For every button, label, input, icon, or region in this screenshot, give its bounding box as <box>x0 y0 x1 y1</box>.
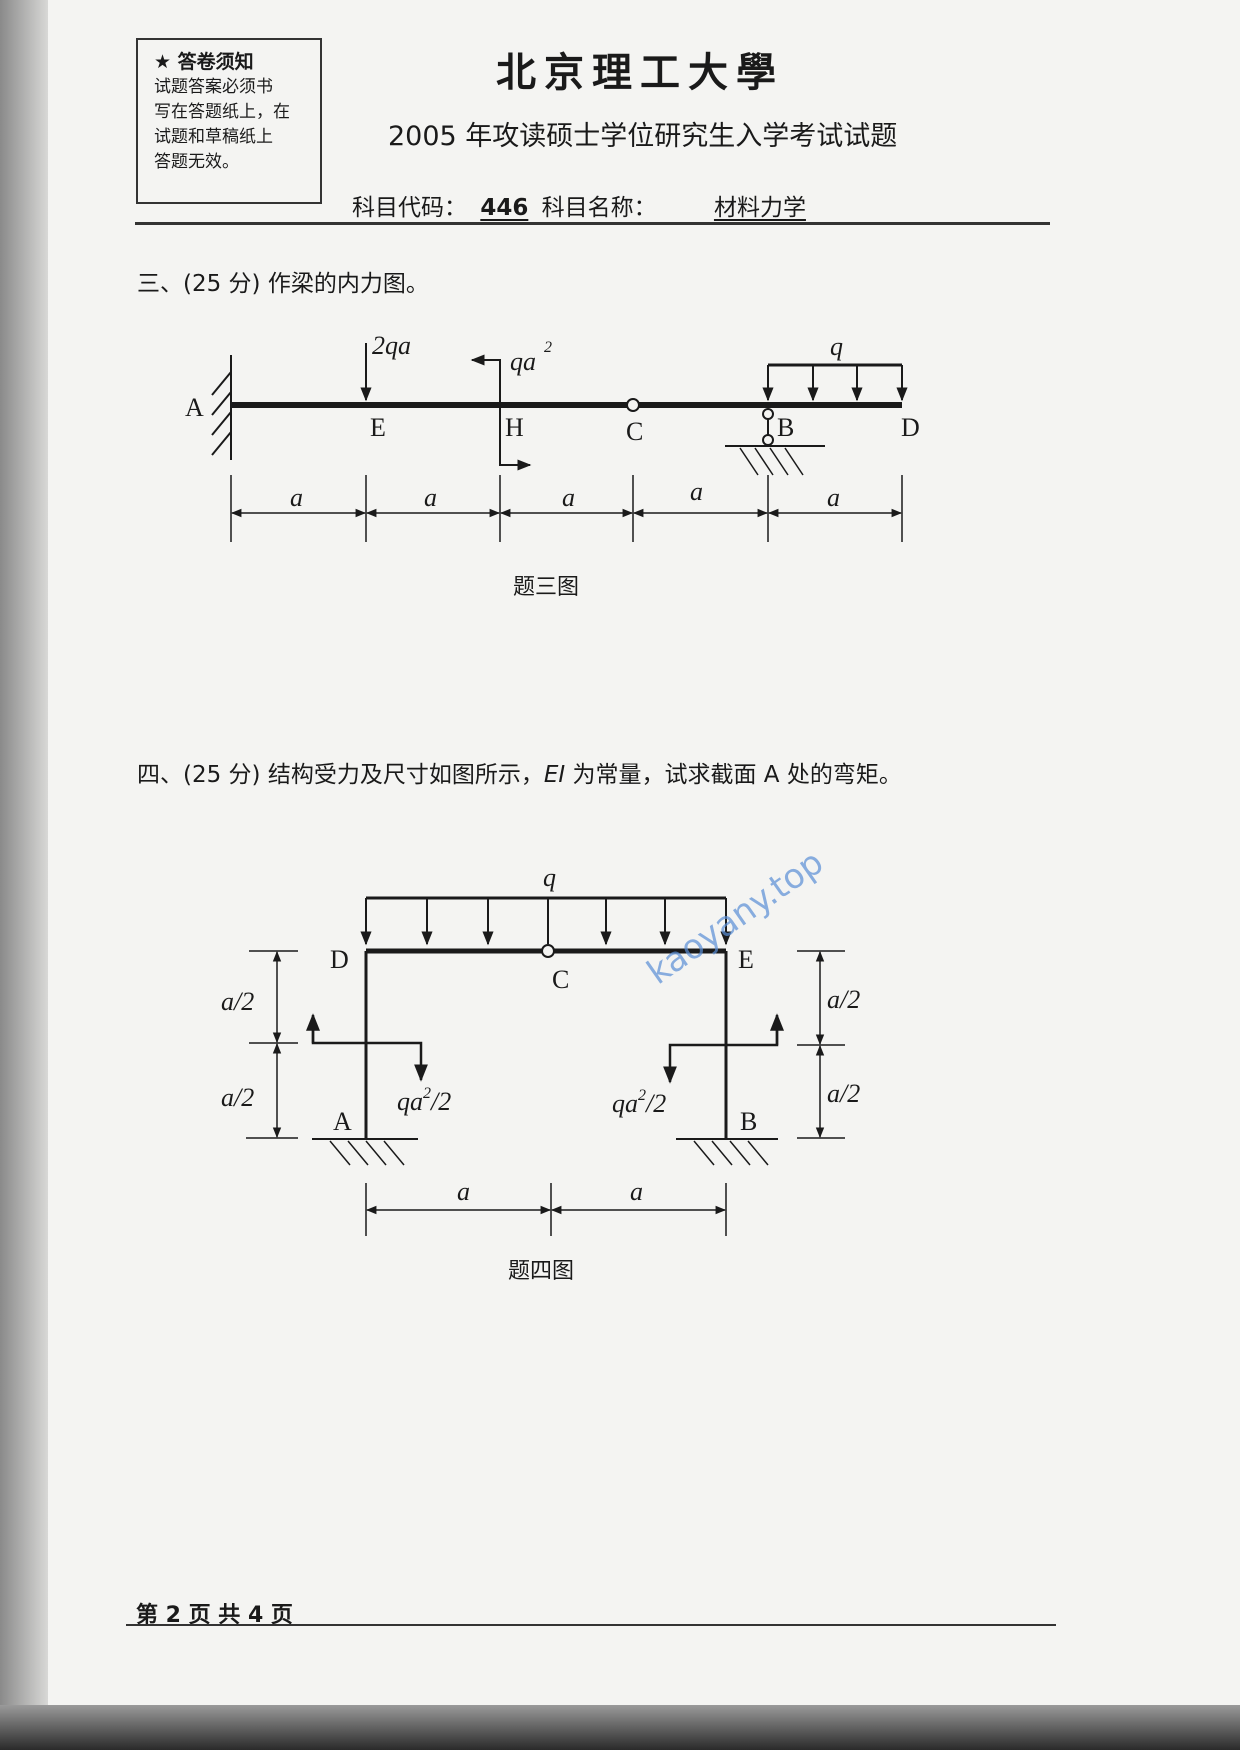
label-a: A <box>185 393 204 422</box>
label-e: E <box>738 945 754 974</box>
scan-edge-left <box>0 0 48 1750</box>
question-3-text: 三、(25 分) 作梁的内力图。 <box>137 271 429 297</box>
load-label: q <box>830 332 843 361</box>
figure-3-labels: A E H C B D 2qa qa 2 q a a a a a 题三图 <box>185 331 920 600</box>
notice-heading: ★ 答卷须知 <box>154 51 254 73</box>
figure-3-caption: 题三图 <box>513 575 579 600</box>
dim-label: a <box>290 483 303 512</box>
dim-half: a/2 <box>221 1083 254 1112</box>
fixed-support-hatch <box>211 371 232 456</box>
q4-ei: EI <box>543 762 566 788</box>
notice-line: 答题无效。 <box>154 152 239 172</box>
figure-4 <box>246 896 845 1236</box>
q4-text-a: 四、(25 分) 结构受力及尺寸如图所示， <box>137 762 544 788</box>
dim-half: a/2 <box>827 1079 860 1108</box>
dimension-lines-4 <box>246 950 845 1236</box>
header-rule <box>135 222 1050 225</box>
scan-edge-bottom <box>0 1705 1240 1750</box>
label-b: B <box>740 1107 757 1136</box>
label-c: C <box>552 965 569 994</box>
label-a: A <box>333 1107 352 1136</box>
label-c: C <box>626 417 643 446</box>
moment-label: qa <box>510 347 536 376</box>
label-e: E <box>370 413 386 442</box>
footer-rule <box>126 1624 1056 1626</box>
answer-notice-box: ★ 答卷须知 试题答案必须书 写在答题纸上，在 试题和草稿纸上 答题无效。 <box>136 38 322 204</box>
figure-4-caption: 题四图 <box>508 1259 574 1284</box>
hinge-c <box>541 944 555 958</box>
figure-4-labels: q D C E A B a/2 a/2 a/2 a/2 qa2/2 qa2/2 … <box>221 863 860 1284</box>
moment-left-label: qa2/2 <box>397 1085 451 1116</box>
force-label: 2qa <box>372 331 411 360</box>
code-label: 科目代码： <box>352 195 467 221</box>
dim-label: a <box>630 1177 643 1206</box>
dim-label: a <box>690 477 703 506</box>
q4-text-b: 为常量，试求截面 A 处的弯矩。 <box>565 762 902 788</box>
notice-line: 试题答案必须书 <box>154 77 273 97</box>
page-footer: 第 2 页 共 4 页 <box>136 1603 293 1628</box>
dim-half: a/2 <box>221 987 254 1016</box>
exam-page <box>48 0 1240 1705</box>
notice-line: 试题和草稿纸上 <box>154 127 273 147</box>
dim-label: a <box>827 483 840 512</box>
moment-right-label: qa2/2 <box>612 1087 666 1118</box>
dim-half: a/2 <box>827 985 860 1014</box>
subject-name: 材料力学 <box>713 195 806 221</box>
dim-label: a <box>424 483 437 512</box>
moment-right-arrow <box>663 1018 779 1084</box>
label-d: D <box>330 945 349 974</box>
moment-exponent: 2 <box>544 339 552 356</box>
roller-support-b <box>762 434 774 446</box>
hinge-c <box>626 398 640 412</box>
notice-line: 写在答题纸上，在 <box>154 102 290 122</box>
figure-3 <box>211 343 908 542</box>
subject-code: 446 <box>480 195 529 221</box>
moment-arrow <box>499 380 532 471</box>
label-h: H <box>505 413 524 442</box>
subject-line: 科目代码： 446 科目名称： 材料力学 <box>352 188 836 222</box>
exam-title: 2005 年攻读硕士学位研究生入学考试试题 <box>388 121 898 152</box>
label-d: D <box>901 413 920 442</box>
dim-label: a <box>457 1177 470 1206</box>
label-b: B <box>777 413 794 442</box>
question-4-text: 四、(25 分) 结构受力及尺寸如图所示，EI 为常量，试求截面 A 处的弯矩。 <box>137 755 902 789</box>
name-label: 科目名称： <box>541 195 657 221</box>
load-label: q <box>543 863 556 892</box>
university-name: 北京理工大學 <box>496 49 784 96</box>
dim-label: a <box>562 483 575 512</box>
dimension-lines-3 <box>230 475 903 542</box>
